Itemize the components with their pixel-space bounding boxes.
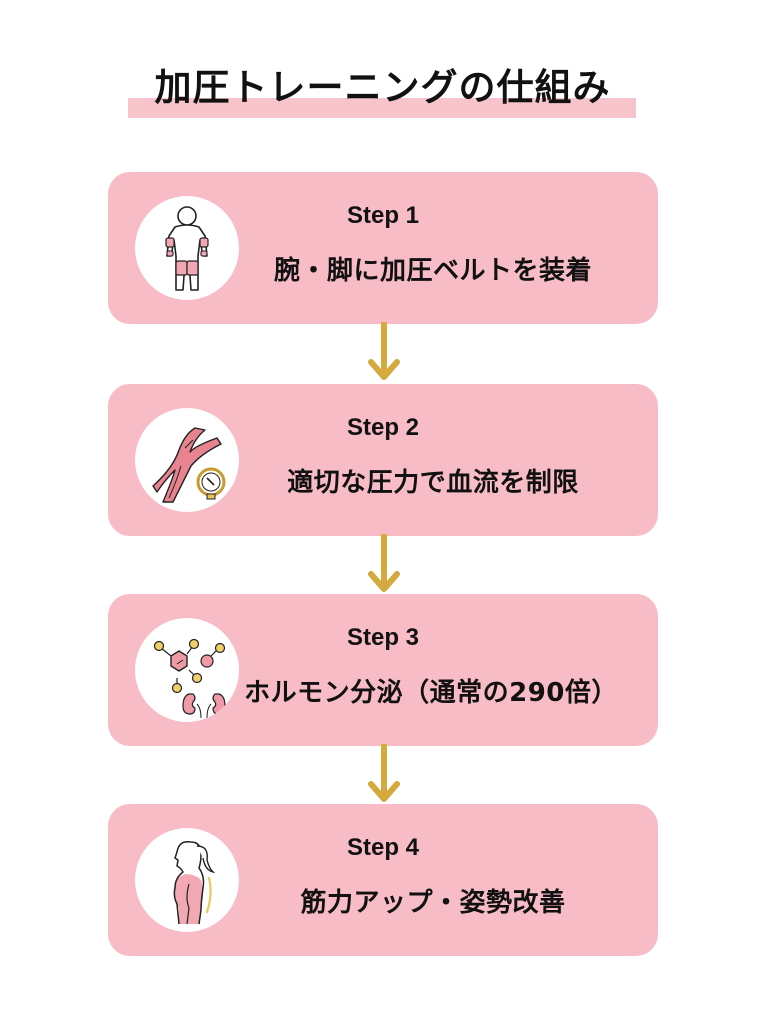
step-label: Step 1 — [346, 202, 420, 229]
step-card-4: Step 4 筋力アップ・姿勢改善 — [108, 804, 658, 956]
arrow-down-icon — [368, 322, 400, 380]
arrow-down-icon — [368, 744, 400, 802]
page-title: 加圧トレーニングの仕組み — [154, 66, 611, 109]
step-label: Step 3 — [346, 624, 420, 651]
blood-vessel-pressure-gauge-icon — [135, 408, 239, 512]
step-description: ホルモン分泌（通常の290倍） — [244, 678, 618, 708]
step-card-1: Step 1 腕・脚に加圧ベルトを装着 — [108, 172, 658, 324]
step-description: 腕・脚に加圧ベルトを装着 — [273, 256, 592, 286]
posture-woman-silhouette-icon — [135, 828, 239, 932]
step-description: 筋力アップ・姿勢改善 — [300, 888, 566, 918]
step-label: Step 4 — [346, 834, 420, 861]
title-highlight — [128, 98, 636, 118]
step-description: 適切な圧力で血流を制限 — [287, 468, 579, 498]
hormone-molecule-kidneys-icon — [135, 618, 239, 722]
body-with-pressure-belts-icon — [135, 196, 239, 300]
step-card-3: Step 3 ホルモン分泌（通常の290倍） — [108, 594, 658, 746]
arrow-down-icon — [368, 534, 400, 592]
step-label: Step 2 — [346, 414, 420, 441]
step-card-2: Step 2 適切な圧力で血流を制限 — [108, 384, 658, 536]
